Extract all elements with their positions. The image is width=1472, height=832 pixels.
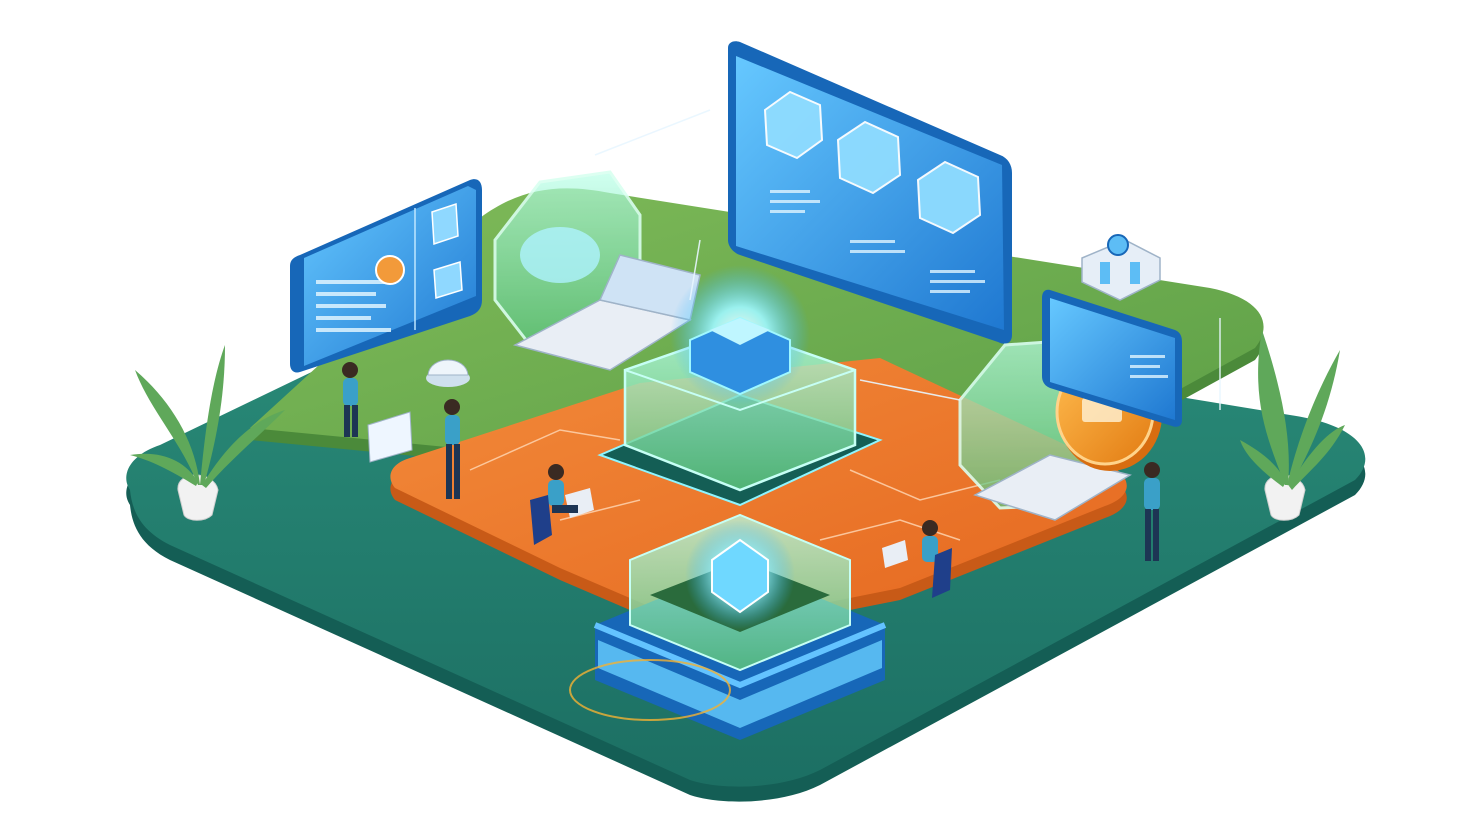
potted-plant-icon xyxy=(1240,330,1345,521)
person-seated-laptop-left xyxy=(530,464,594,545)
right-small-screen xyxy=(1042,289,1182,427)
small-dome-device xyxy=(426,359,470,387)
robot-device xyxy=(1081,234,1161,301)
left-dashboard-screen xyxy=(290,179,482,373)
dashboard-screen-icon xyxy=(375,255,405,285)
person-seated-laptop-right xyxy=(882,520,952,598)
person-standing-left xyxy=(342,362,413,463)
laptop xyxy=(973,454,1132,521)
connector-lines xyxy=(594,109,1221,410)
processor-core-icon xyxy=(689,316,791,396)
lower-hexagon-hub xyxy=(569,513,887,740)
center-large-screen xyxy=(728,41,1012,344)
center-processor-hub xyxy=(597,265,883,507)
potted-plant-icon xyxy=(130,345,285,521)
person-standing-center-left xyxy=(444,399,460,499)
person-standing-right xyxy=(1144,462,1160,561)
left-glass-hexagon-station xyxy=(493,170,701,371)
glowing-hexagon-icon xyxy=(711,538,769,614)
